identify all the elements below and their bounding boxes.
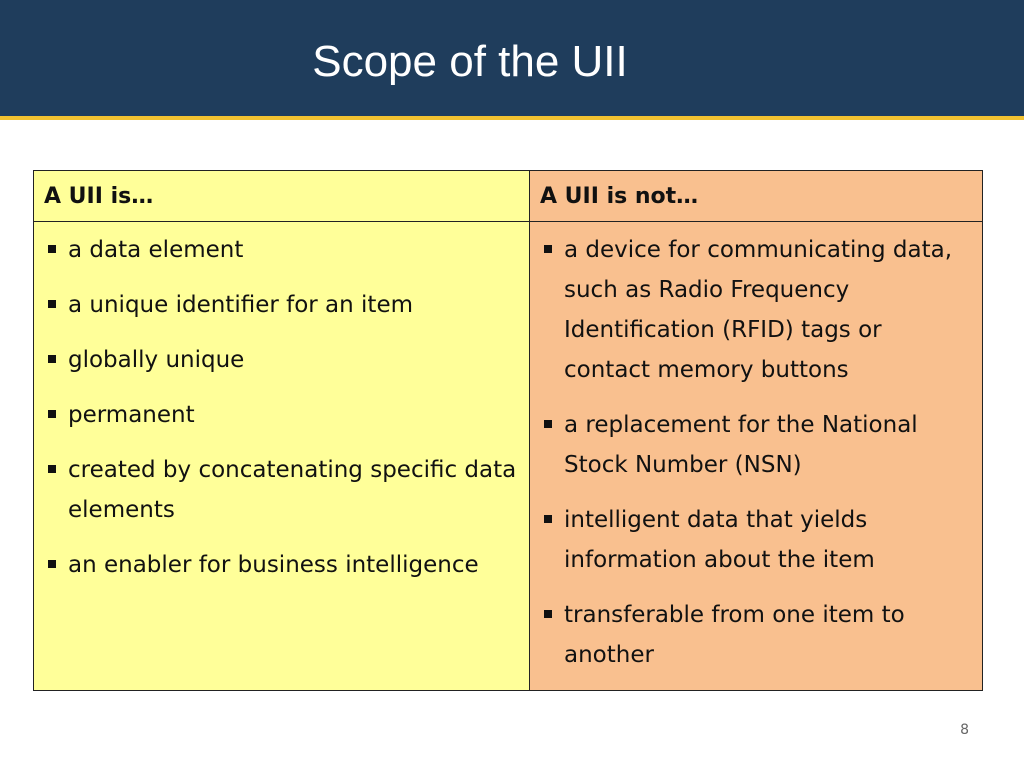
page-number: 8 (960, 722, 969, 738)
list-item-text: created by concatenating specific data e… (68, 457, 517, 523)
slide-title: Scope of the UII (312, 37, 628, 86)
list-item-text: transferable from one item to another (564, 602, 905, 668)
list-item-text: a device for communicating data, such as… (564, 237, 953, 383)
uii-scope-table: A UII is… A UII is not… a data element a… (33, 170, 983, 691)
list-item-text: permanent (68, 402, 195, 428)
header-uii-is-not: A UII is not… (529, 170, 983, 222)
list-item: a data element (44, 230, 519, 270)
square-bullet-icon (544, 610, 552, 618)
uii-is-not-cell: a device for communicating data, such as… (529, 221, 983, 691)
list-item: globally unique (44, 340, 519, 380)
square-bullet-icon (48, 300, 56, 308)
list-item: transferable from one item to another (540, 595, 972, 675)
square-bullet-icon (48, 245, 56, 253)
list-item-text: intelligent data that yields information… (564, 507, 875, 573)
list-item-text: a replacement for the National Stock Num… (564, 412, 918, 478)
uii-is-not-list: a device for communicating data, such as… (540, 230, 972, 675)
square-bullet-icon (48, 410, 56, 418)
title-accent-rule (0, 116, 1024, 120)
square-bullet-icon (544, 420, 552, 428)
square-bullet-icon (48, 465, 56, 473)
square-bullet-icon (544, 515, 552, 523)
square-bullet-icon (48, 560, 56, 568)
list-item-text: globally unique (68, 347, 245, 373)
list-item: a unique identifier for an item (44, 285, 519, 325)
table-header-row: A UII is… A UII is not… (33, 170, 983, 222)
title-bar (0, 0, 1024, 116)
square-bullet-icon (544, 245, 552, 253)
list-item: created by concatenating specific data e… (44, 450, 519, 530)
list-item-text: an enabler for business intelligence (68, 552, 479, 578)
list-item-text: a unique identifier for an item (68, 292, 413, 318)
uii-is-cell: a data element a unique identifier for a… (33, 221, 530, 691)
list-item: permanent (44, 395, 519, 435)
list-item-text: a data element (68, 237, 244, 263)
header-uii-is: A UII is… (33, 170, 530, 222)
list-item: a device for communicating data, such as… (540, 230, 972, 390)
list-item: an enabler for business intelligence (44, 545, 519, 585)
square-bullet-icon (48, 355, 56, 363)
uii-is-list: a data element a unique identifier for a… (44, 230, 519, 585)
table-row: a data element a unique identifier for a… (33, 221, 983, 691)
list-item: a replacement for the National Stock Num… (540, 405, 972, 485)
list-item: intelligent data that yields information… (540, 500, 972, 580)
